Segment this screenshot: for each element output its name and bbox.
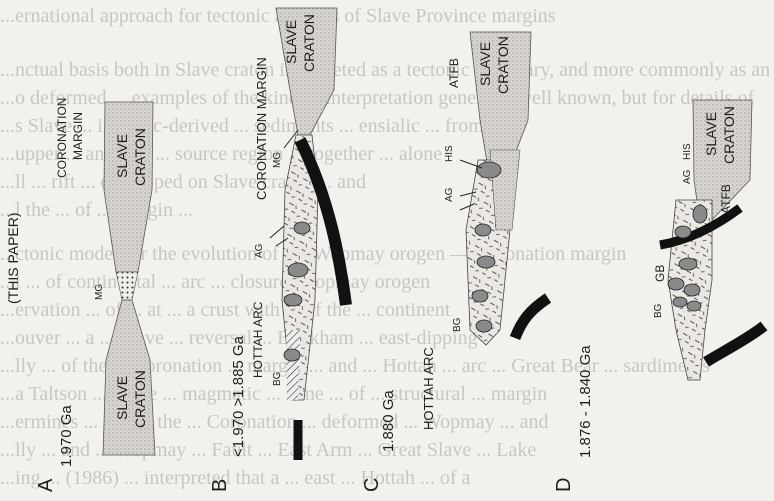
panel-c-label-bg: BG <box>452 317 463 332</box>
panel-d-label-bg: BG <box>653 303 664 318</box>
panel-b-label-hottah-arc: HOTTAH ARC <box>251 301 265 378</box>
panel-c-label-slave: SLAVE <box>477 42 493 86</box>
panel-d: D 1.876 - 1.840 Ga GB BG AG HIS ATFB SLA… <box>553 100 764 492</box>
slab-lower-d <box>706 326 764 362</box>
panel-d-letter: D <box>553 478 575 492</box>
panel-c-age: 1.880 Ga <box>380 390 397 452</box>
slave-craton-upper-a <box>104 102 153 272</box>
mg-wedge-a <box>116 272 138 300</box>
panel-d-age: 1.876 - 1.840 Ga <box>577 345 594 458</box>
basement-hatched-b <box>286 330 300 400</box>
panel-d-label-atfb: ATFB <box>719 184 733 214</box>
panel-c-label-atfb: ATFB <box>447 58 461 88</box>
panel-d-label-slave: SLAVE <box>703 112 719 156</box>
panel-c-label-his: HIS <box>444 145 455 162</box>
panel-a-age: 1.970 Ga <box>58 405 75 467</box>
panel-c-label-ag: AG <box>444 187 455 202</box>
panel-b-label-slave: SLAVE <box>283 20 299 64</box>
panel-a-letter: A <box>35 478 57 492</box>
panel-a-label-craton-bottom: CRATON <box>132 370 148 428</box>
panel-b-label-bg: BG <box>272 371 283 386</box>
panel-b-label-coronation-margin: CORONATION MARGIN <box>254 57 269 200</box>
panel-a-label-coronation: CORONATION <box>55 98 69 178</box>
panel-a-label-mg: MG <box>94 284 105 300</box>
subducting-slab-c <box>515 298 548 338</box>
panel-a-label-margin: MARGIN <box>71 112 85 160</box>
panel-a-label-slave-top: SLAVE <box>114 134 130 178</box>
panel-c-letter: C <box>361 478 383 492</box>
panel-a-label-craton-top: CRATON <box>132 128 148 186</box>
panel-c-label-craton: CRATON <box>495 36 511 94</box>
panel-a-label-slave-bottom: SLAVE <box>114 376 130 420</box>
panel-b-label-craton: CRATON <box>301 14 317 72</box>
panel-d-label-craton: CRATON <box>721 106 737 164</box>
panel-d-label-his: HIS <box>682 143 693 160</box>
panel-b-age: <1.970 >1.885 Ga <box>230 335 247 457</box>
panel-d-label-ag: AG <box>682 169 693 184</box>
panel-a: A 1.970 Ga (THIS PAPER) CORONATION MARGI… <box>5 98 155 492</box>
panel-c: C 1.880 Ga HOTTAH ARC BG AG HIS ATFB SLA… <box>361 32 548 492</box>
panel-d-label-gb: GB <box>653 265 667 282</box>
panel-b: B <1.970 >1.885 Ga HOTTAH ARC BG AG CORO… <box>209 8 346 492</box>
panel-b-label-mg: MG <box>272 152 283 168</box>
panel-b-label-ag: AG <box>254 243 265 258</box>
panel-a-note: (THIS PAPER) <box>5 212 21 304</box>
panel-b-letter: B <box>209 479 231 492</box>
panel-c-label-hottah-arc: HOTTAH ARC <box>421 347 436 430</box>
